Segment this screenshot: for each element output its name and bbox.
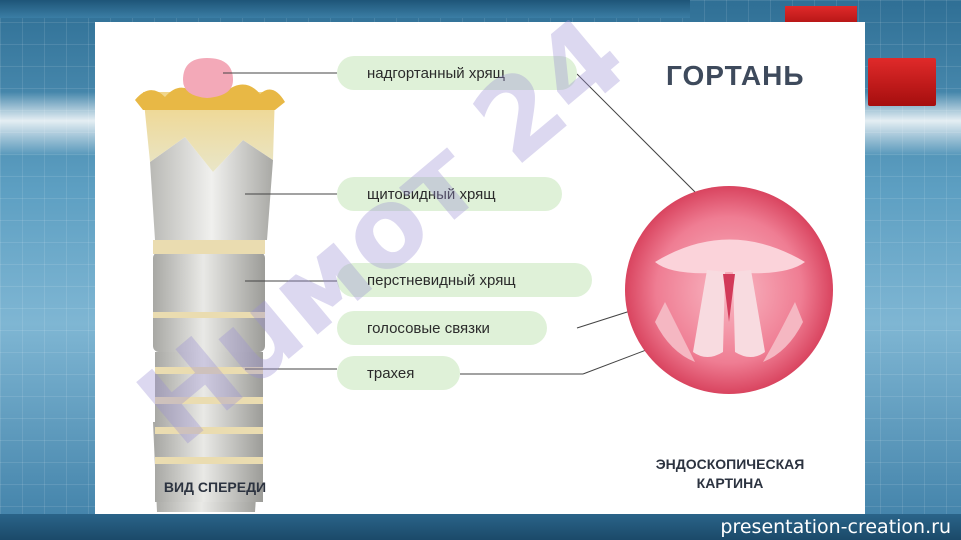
label-vocal-cords: голосовые связки [337, 311, 547, 345]
footer-site[interactable]: presentation-creation.ru [720, 516, 951, 538]
label-cricoid-cartilage-text: перстневидный хрящ [367, 271, 516, 289]
label-thyroid-cartilage-text: щитовидный хрящ [367, 185, 496, 203]
label-epiglottis-text: надгортанный хрящ [367, 64, 505, 82]
label-cricoid-cartilage: перстневидный хрящ [337, 263, 592, 297]
label-epiglottis: надгортанный хрящ [337, 56, 577, 90]
slide-panel: надгортанный хрящ щитовидный хрящ перстн… [95, 22, 865, 515]
label-trachea: трахея [337, 356, 460, 390]
top-decor-bar [0, 0, 690, 18]
epiglottis-shape [183, 58, 233, 98]
bottom-bar [0, 514, 961, 540]
cricoid-cartilage-shape [153, 240, 265, 352]
slide-title: ГОРТАНЬ [666, 60, 805, 91]
caption-endoscopic: ЭНДОСКОПИЧЕСКАЯ КАРТИНА [625, 455, 835, 493]
red-decor-block [868, 58, 936, 106]
trachea-shape [153, 352, 263, 512]
label-thyroid-cartilage: щитовидный хрящ [337, 177, 562, 211]
label-trachea-text: трахея [367, 364, 415, 382]
thyroid-cartilage-shape [150, 137, 273, 240]
larynx-illustration [135, 58, 833, 512]
caption-endoscopic-line1: ЭНДОСКОПИЧЕСКАЯ [655, 456, 805, 472]
endoscopic-view [625, 186, 833, 394]
label-vocal-cords-text: голосовые связки [367, 319, 490, 337]
membrane-shape [143, 92, 275, 172]
caption-endoscopic-line2: КАРТИНА [696, 475, 764, 491]
caption-front-view: ВИД СПЕРЕДИ [163, 479, 267, 495]
